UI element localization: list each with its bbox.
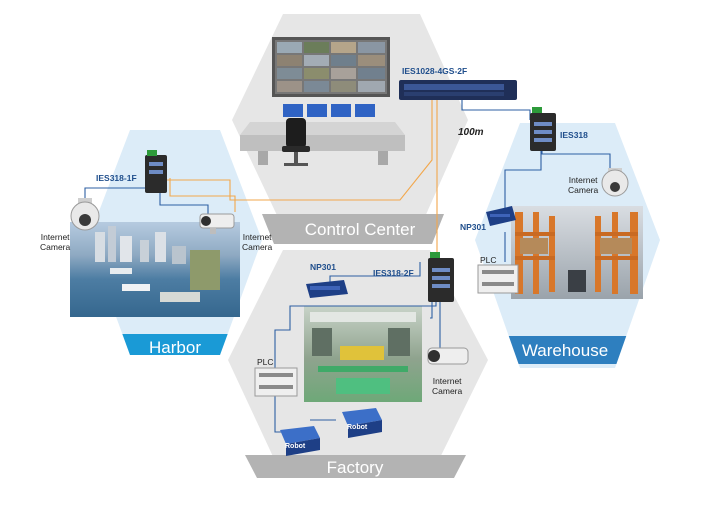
- harbor-dome-camera: [70, 198, 100, 231]
- link-distance-label: 100m: [458, 127, 484, 138]
- control-desk: [240, 122, 405, 165]
- warehouse-photo: [511, 206, 643, 299]
- harbor-label: Harbor: [149, 338, 201, 357]
- harbor-photo: [70, 222, 240, 317]
- warehouse-plc-label: PLC: [480, 255, 497, 265]
- robot-left-label: Robot: [285, 443, 306, 450]
- factory-photo: [304, 306, 422, 402]
- warehouse-np301-device: [486, 206, 516, 226]
- factory-plc-device: [254, 367, 298, 397]
- fiber-links: [160, 100, 438, 262]
- harbor-switch-label: IES318-1F: [96, 173, 137, 183]
- robot-right-device: [342, 408, 382, 438]
- factory-switch-device: [428, 252, 454, 302]
- factory-camera-label: Internet Camera: [432, 376, 463, 396]
- video-wall: [272, 37, 390, 117]
- warehouse-label: Warehouse: [521, 341, 609, 360]
- copper-links: [84, 98, 611, 433]
- factory-plc-label: PLC: [257, 357, 274, 367]
- robot-right-label: Robot: [347, 424, 368, 431]
- warehouse-plc-device: [477, 264, 519, 294]
- core-switch-label: IES1028-4GS-2F: [402, 66, 468, 76]
- control-center-label: Control Center: [304, 220, 416, 239]
- warehouse-switch-device: [530, 107, 556, 151]
- harbor-bullet-camera-label: Internet Camera: [242, 232, 273, 252]
- factory-np301-label: NP301: [310, 262, 336, 272]
- harbor-switch-device: [145, 150, 167, 193]
- factory-label: Factory: [326, 458, 384, 477]
- warehouse-camera-label: Internet Camera: [568, 175, 599, 195]
- warehouse-np301-label: NP301: [460, 222, 486, 232]
- robot-left-device: [280, 426, 320, 456]
- office-chair: [282, 118, 310, 166]
- factory-band: [245, 455, 466, 478]
- factory-np301-device: [306, 280, 348, 298]
- core-switch-device: [399, 80, 517, 100]
- harbor-dome-camera-label: Internet Camera: [40, 232, 71, 252]
- warehouse-switch-label: IES318: [560, 130, 588, 140]
- harbor-bullet-camera: [199, 213, 235, 234]
- control-center-band: [262, 214, 444, 244]
- factory-bullet-camera: [427, 347, 469, 365]
- factory-switch-label: IES318-2F: [373, 268, 414, 278]
- harbor-band: [88, 334, 262, 355]
- warehouse-dome-camera: [601, 168, 629, 197]
